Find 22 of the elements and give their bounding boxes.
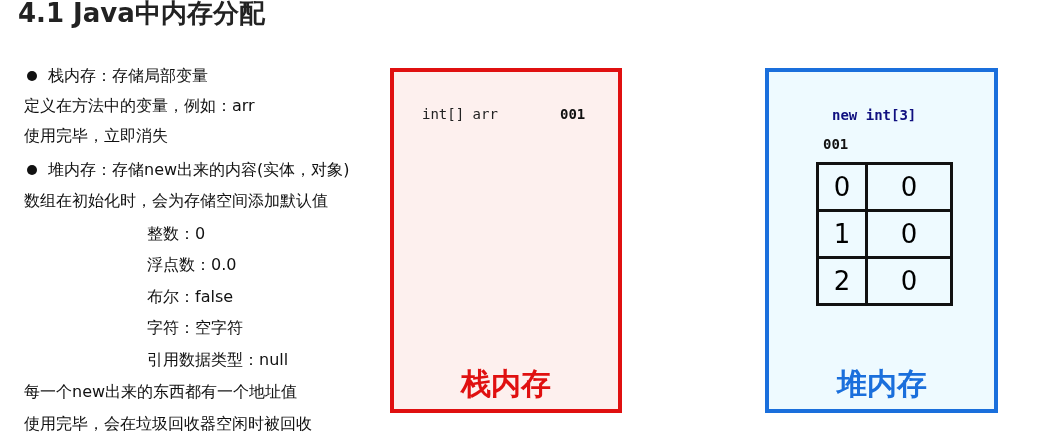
value-cell: 0: [865, 256, 953, 306]
memory-label: 栈内存: [459, 365, 552, 403]
memory-label: 堆内存: [835, 365, 928, 403]
text-line: 布尔：false: [147, 287, 234, 307]
text-line: 浮点数：0.0: [147, 255, 237, 275]
stack-memory-box: [390, 68, 622, 413]
address-text: 001: [823, 136, 849, 152]
heap-memory-box: [765, 68, 998, 413]
text-line: 栈内存：存储局部变量: [48, 66, 208, 86]
text-line: 数组在初始化时，会为存储空间添加默认值: [24, 191, 328, 211]
text-line: 字符：空字符: [147, 318, 243, 338]
text-line: 引用数据类型：null: [147, 350, 289, 370]
text-line: 整数：0: [147, 224, 206, 244]
title: 4.1 Java中内存分配: [18, 0, 265, 30]
text-line: 使用完毕，立即消失: [24, 126, 168, 146]
text-line: 使用完毕，会在垃圾回收器空闲时被回收: [24, 414, 312, 434]
code-text: new int[3]: [832, 107, 917, 123]
text-line: 堆内存：存储new出来的内容(实体，对象): [48, 160, 350, 180]
text-line: 定义在方法中的变量，例如：arr: [24, 96, 255, 116]
address-text: 001: [560, 106, 586, 122]
code-text: int[] arr: [422, 106, 498, 122]
text-line: 每一个new出来的东西都有一个地址值: [24, 382, 298, 402]
